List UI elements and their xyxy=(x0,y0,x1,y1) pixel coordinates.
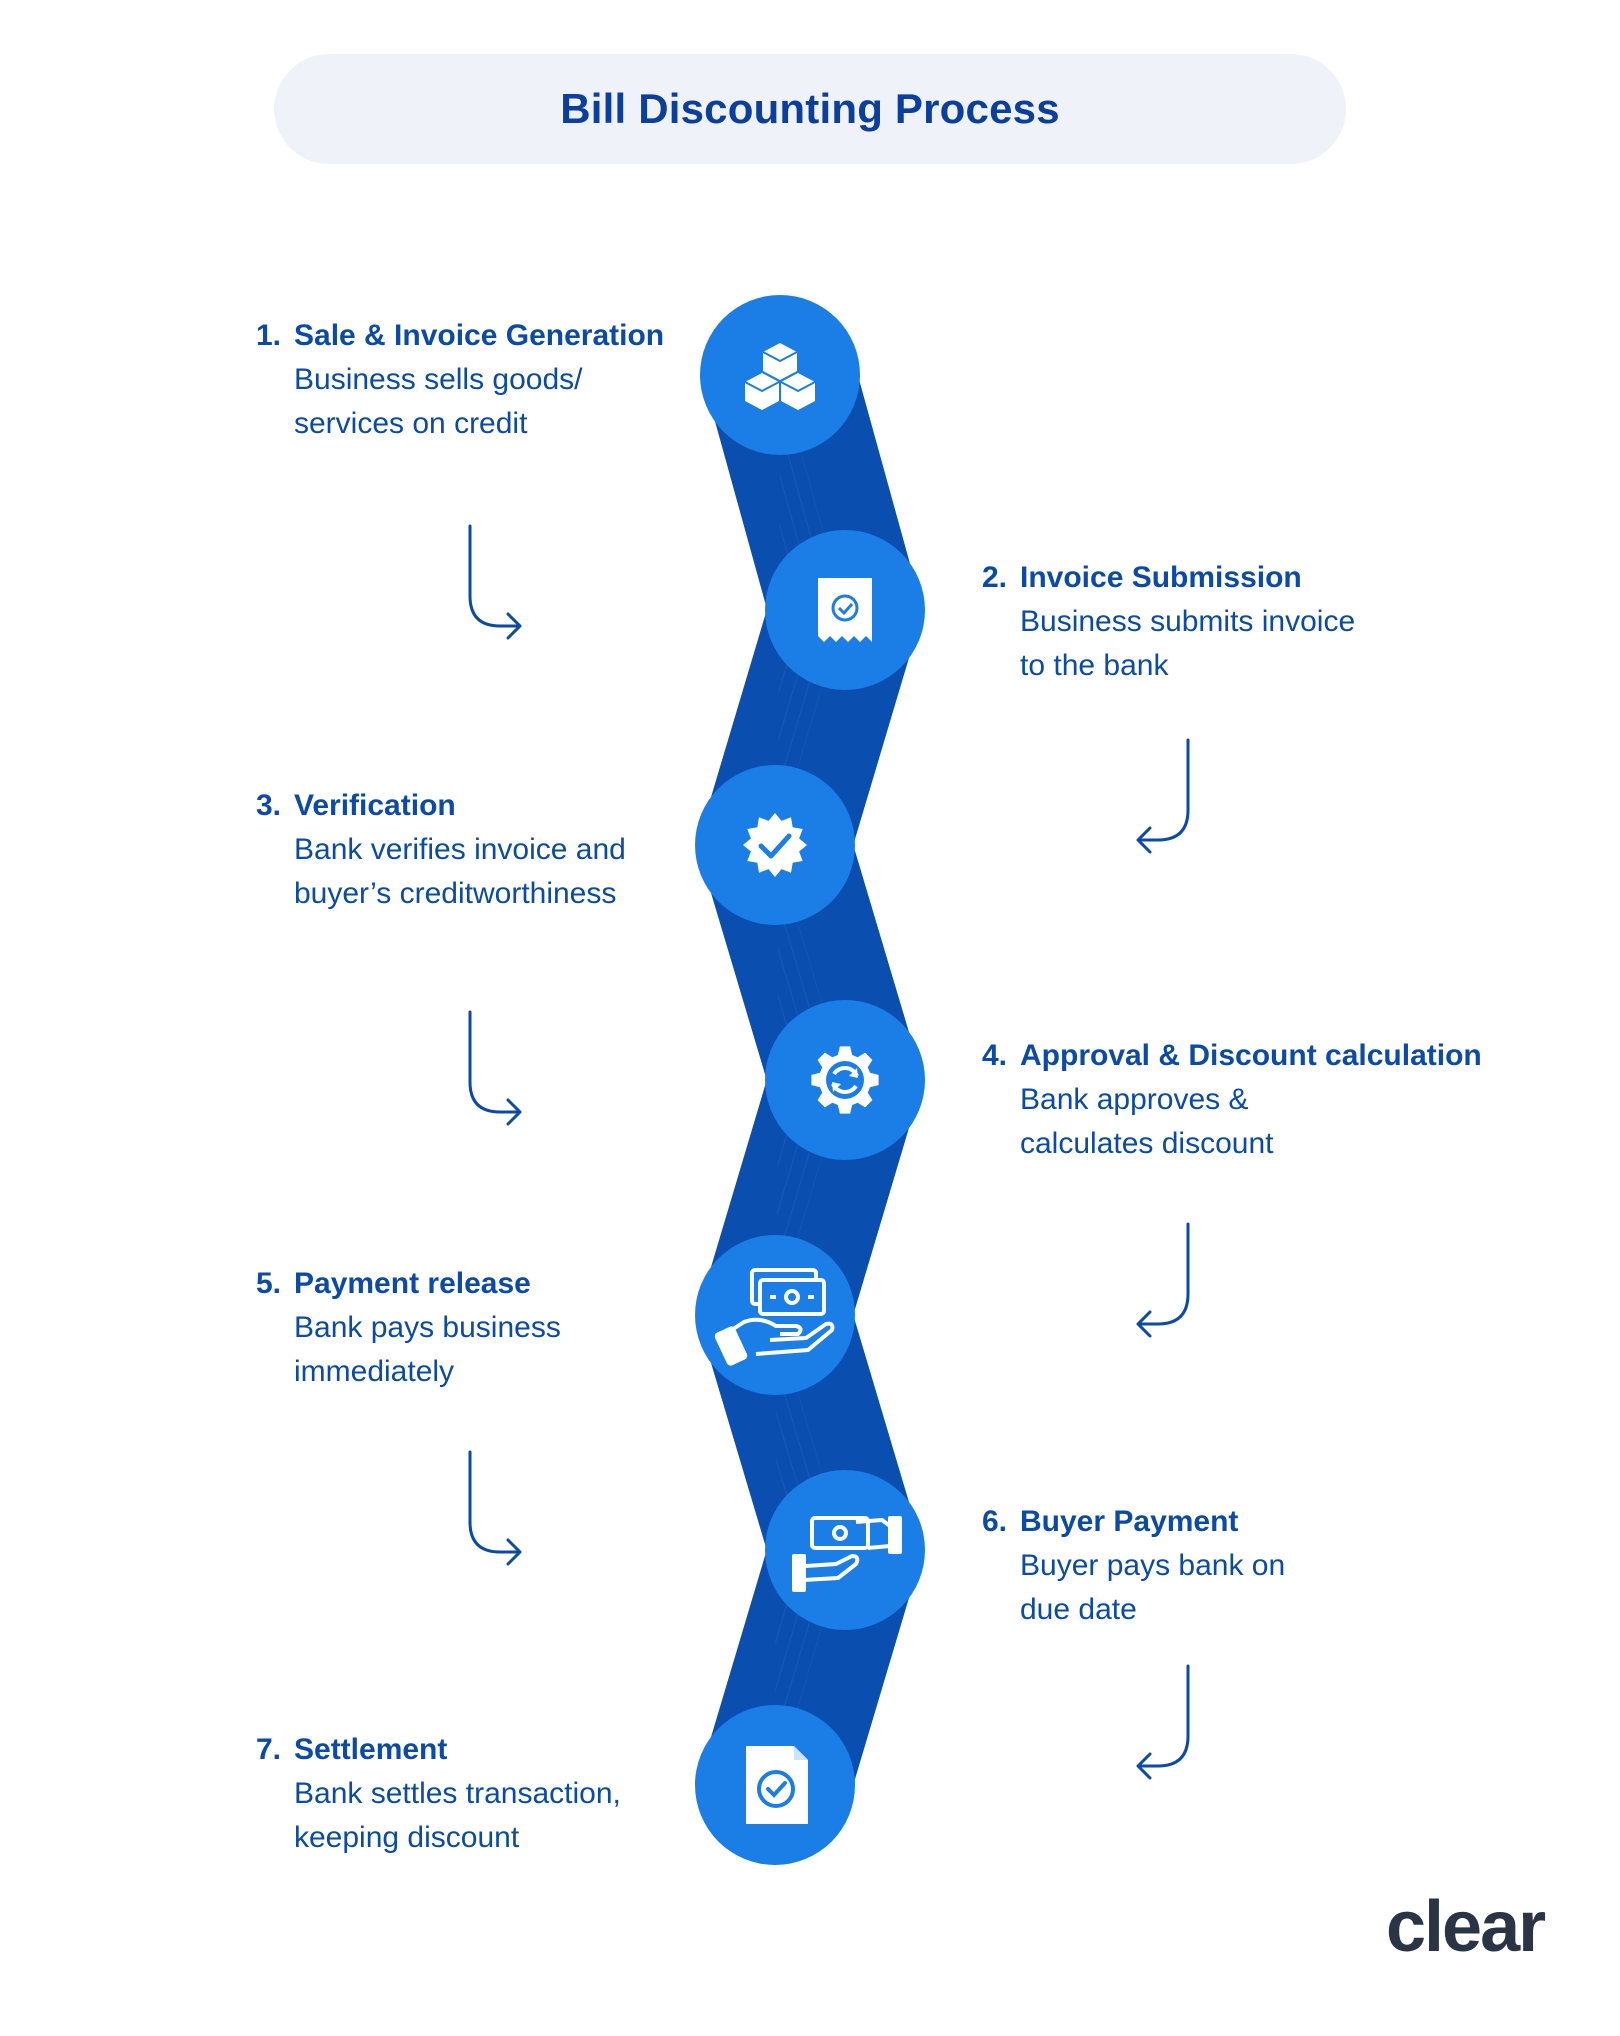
boxes-icon xyxy=(744,343,816,410)
step-number: 2. xyxy=(982,561,1008,594)
step-3: 3. Verification Bank verifies invoice and… xyxy=(256,784,816,916)
step-description-line: Business sells goods/ xyxy=(294,363,583,396)
step-node-6 xyxy=(765,1470,925,1630)
step-description-line: to the bank xyxy=(1020,649,1169,682)
step-description-line: Bank approves & xyxy=(1020,1083,1249,1116)
arrow-icon xyxy=(468,1010,522,1126)
step-title: Buyer Payment xyxy=(1020,1505,1239,1538)
step-5: 5. Payment release Bank pays business imm… xyxy=(256,1262,816,1394)
step-2: 2. Invoice Submission Business submits in… xyxy=(982,556,1542,688)
arrow-icon xyxy=(468,524,522,640)
step-node-5 xyxy=(695,1235,855,1395)
step-number: 7. xyxy=(256,1733,282,1766)
step-6: 6. Buyer Payment Buyer pays bank on due d… xyxy=(982,1500,1542,1632)
receipt-check-icon xyxy=(818,578,872,642)
step-number: 4. xyxy=(982,1039,1008,1072)
step-description-line: services on credit xyxy=(294,407,528,440)
step-title: Sale & Invoice Generation xyxy=(294,319,665,352)
step-number: 3. xyxy=(256,789,282,822)
step-title: Payment release xyxy=(294,1267,531,1300)
arrow-icon xyxy=(1136,738,1190,854)
step-node-3 xyxy=(695,765,855,925)
step-node-1 xyxy=(700,295,860,455)
step-7: 7. Settlement Bank settles transaction, k… xyxy=(256,1728,816,1860)
brand-logo: clear xyxy=(1386,1887,1546,1967)
step-description-line: Bank verifies invoice and xyxy=(294,833,626,866)
step-title: Settlement xyxy=(294,1733,448,1766)
step-description-line: immediately xyxy=(294,1355,455,1388)
flow-arrows xyxy=(468,524,1190,1780)
step-description-line: buyer’s creditworthiness xyxy=(294,877,617,910)
step-number: 6. xyxy=(982,1505,1008,1538)
cash-exchange-icon xyxy=(792,1516,902,1592)
step-title: Verification xyxy=(294,789,456,822)
step-node-7 xyxy=(695,1705,855,1865)
step-4: 4. Approval & Discount calculation Bank a… xyxy=(982,1034,1582,1166)
step-description-line: Business submits invoice xyxy=(1020,605,1356,638)
page-title: Bill Discounting Process xyxy=(560,85,1060,132)
step-description-line: Bank pays business xyxy=(294,1311,561,1344)
step-title: Invoice Submission xyxy=(1020,561,1302,594)
hand-cash-icon xyxy=(714,1268,835,1366)
step-1: 1. Sale & Invoice Generation Business sel… xyxy=(256,314,816,446)
arrow-icon xyxy=(1136,1222,1190,1338)
step-description-line: Buyer pays bank on xyxy=(1020,1549,1286,1582)
step-description-line: keeping discount xyxy=(294,1821,520,1854)
step-node-4 xyxy=(765,1000,925,1160)
arrow-icon xyxy=(1136,1664,1190,1780)
step-title: Approval & Discount calculation xyxy=(1020,1039,1482,1072)
step-number: 5. xyxy=(256,1267,282,1300)
title-banner: Bill Discounting Process xyxy=(274,54,1346,164)
step-node-2 xyxy=(765,530,925,690)
verified-badge-icon xyxy=(743,813,807,877)
gear-sync-icon xyxy=(811,1046,879,1114)
document-check-icon xyxy=(746,1746,808,1824)
step-description-line: due date xyxy=(1020,1593,1137,1626)
arrow-icon xyxy=(468,1450,522,1566)
step-description-line: Bank settles transaction, xyxy=(294,1777,621,1810)
step-description-line: calculates discount xyxy=(1020,1127,1274,1160)
step-number: 1. xyxy=(256,319,282,352)
